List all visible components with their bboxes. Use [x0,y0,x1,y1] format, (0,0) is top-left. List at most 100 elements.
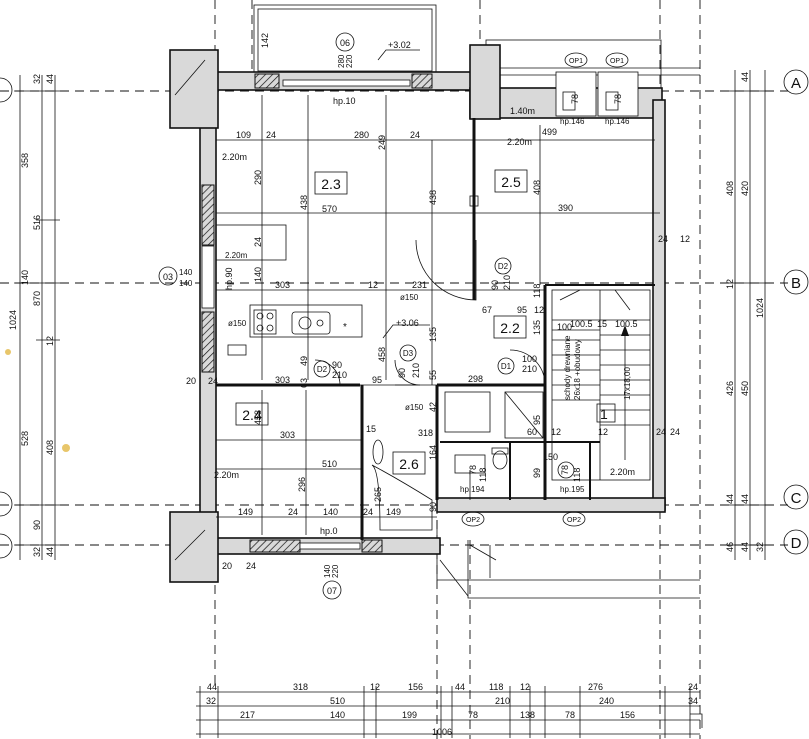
dim-bottom-row4-0: 1006 [432,727,452,737]
tag-07-text: 07 [327,586,337,596]
dim-24f: 24 [658,234,668,244]
dim-right-32: 32 [755,542,765,552]
height-220-a: 2.20m [222,152,247,162]
dim-303b: 303 [275,375,290,385]
tag-d2b-text: D2 [317,365,328,374]
dim-24d: 24 [363,507,373,517]
label-hp90: hp.90 [224,267,234,290]
inner-dimension-text: 109 24 280 24 499 2.20m 2.20m 1.40m 570 … [186,33,690,571]
dim-24a: 24 [266,130,276,140]
dim-280: 280 [354,130,369,140]
dim-bottom-row1-6: 12 [520,682,530,692]
dim-v135b: 135 [532,320,542,335]
tag-op1-b-text: OP1 [610,58,624,65]
dim-v408a: 408 [532,180,542,195]
axis-label-a: A [791,75,801,92]
dim-bottom-row1-5: 118 [489,682,503,692]
door-d2-swing [415,239,477,301]
height-140: 1.40m [510,106,535,116]
dim-left-870: 870 [32,291,42,306]
dim-v296: 296 [297,477,307,492]
dim-v42: 42 [428,402,438,412]
kitchen-counter [215,224,287,261]
dim-90a: 90 [332,360,342,370]
tag-07-size-b: 220 [331,564,340,578]
dim-bottom-row1-1: 318 [293,682,308,692]
label-fi150c: ø150 [400,293,419,302]
dim-v135a: 135 [428,327,438,342]
dim-v249: 249 [377,135,387,150]
label-hp10: hp.10 [333,96,356,106]
washbasin-icon [372,439,384,465]
dim-210a: 210 [332,370,347,380]
label-hp146a: hp.146 [560,117,585,126]
dim-bottom-row1-2: 12 [370,682,380,692]
dim-v140: 140 [253,267,263,282]
axis-bubble-left-a [0,77,13,103]
dim-2-20-top: 2.20m [507,137,532,147]
dim-60: 60 [527,427,537,437]
opening-tags: 06 280 220 +3.02 03 140 140 07 140 220 D… [158,32,629,600]
axis-label-d: D [791,535,802,552]
tag-op1-b [605,52,629,68]
dim-12e: 12 [598,427,608,437]
pillar-bottom-left [169,511,219,583]
tag-06 [335,32,355,52]
wall-chimney-top [469,44,501,120]
dim-118: 118 [478,468,488,482]
door-d2b-swing [314,359,341,386]
dim-left-516: 516 [32,215,42,230]
tag-03-text: 03 [163,272,173,282]
dim-390: 390 [558,203,573,213]
dim-12d: 12 [551,427,561,437]
dim-right-46: 46 [725,542,735,552]
dim-570: 570 [322,204,337,214]
dim-210c: 210 [522,364,537,374]
level-306: +3.06 [396,318,419,328]
dim-95b: 95 [372,375,382,385]
dim-bottom-row2-4: 34 [688,696,698,706]
dim-100-5b: 100.5 [615,319,638,329]
dim-bottom-row3-4: 138 [520,710,535,720]
dim-v290: 290 [253,170,263,185]
pillar-top-left [169,49,219,129]
left-dimensions: 32 44 358 516 140 870 12 1024 528 408 90… [5,74,70,560]
dim-20a: 20 [186,376,196,386]
axis-label-c: C [791,490,802,507]
tag-op2-b-text: OP2 [567,517,581,524]
tag-op2-b [562,511,586,527]
window-hatch-left-2 [201,311,215,373]
dim-v438a: 438 [299,195,309,210]
dim-510: 510 [322,459,337,469]
label-hp0: hp.0 [320,526,338,536]
dim-109: 109 [236,130,251,140]
wall-bottom-right [436,497,666,513]
dim-15b: 15 [366,424,376,434]
height-220-c: 2.20m [610,467,635,477]
tag-d3-text: D3 [403,349,414,358]
dim-90b: 90 [397,368,407,378]
dim-20c: 20 [222,561,232,571]
dim-v95: 95 [532,415,542,425]
kitchen-fixtures: * [215,224,363,356]
sink-icon [291,311,331,335]
dim-left-358: 358 [20,153,30,168]
dim-100a: 100 [557,322,572,332]
dim-118b: 118 [572,468,582,482]
dim-v49: 49 [299,356,309,366]
room-labels: 2.3 2.5 2.2 2.4 2.6 +3.06 [235,169,528,475]
dim-303c: 303 [280,430,295,440]
dim-right-1024: 1024 [755,298,765,318]
tag-op2-a-text: OP2 [466,517,480,524]
dim-bottom-row1-0: 44 [207,682,217,692]
axis-bubble-a [783,69,809,95]
room-label-2-6: 2.6 [399,456,419,472]
dim-bottom-row1-7: 276 [588,682,603,692]
dim-left-1024: 1024 [8,310,18,330]
dim-12c: 12 [680,234,690,244]
window-hatch-left [201,184,215,246]
staircase: 1 17x18,00 schody drewniane 26x18 +obudo… [551,289,651,481]
